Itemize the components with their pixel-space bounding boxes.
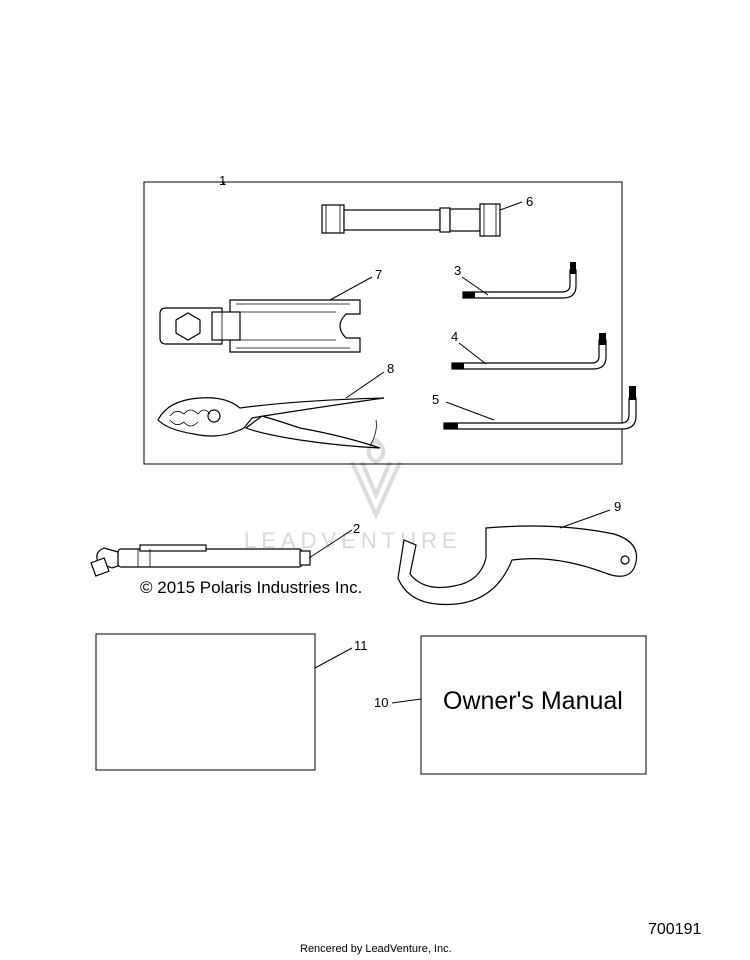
callout-4: 4 — [451, 329, 458, 344]
callout-8: 8 — [387, 361, 394, 376]
callout-11: 11 — [354, 638, 368, 653]
figure-number: 700191 — [648, 921, 701, 938]
watermark: LEADVENTURE — [244, 437, 457, 553]
leader-3 — [461, 276, 489, 296]
callout-7: 7 — [375, 267, 382, 282]
watermark-logo-icon — [350, 437, 402, 520]
leader-2 — [308, 529, 353, 559]
hex-key-small — [462, 262, 577, 299]
tool-kit-box — [143, 181, 623, 465]
callout-10: 10 — [374, 695, 388, 710]
hex-key-medium — [451, 333, 607, 370]
leader-9 — [559, 509, 611, 529]
spark-plug-wrench — [159, 299, 361, 353]
hex-key-large — [443, 386, 637, 430]
leader-6 — [499, 201, 523, 211]
owners-manual — [420, 635, 647, 775]
callout-9: 9 — [614, 499, 621, 514]
document-11 — [95, 633, 316, 771]
leader-10 — [391, 698, 422, 704]
leader-4 — [458, 342, 487, 365]
leader-11 — [314, 647, 353, 669]
owners-manual-title: Owner's Manual — [443, 687, 623, 715]
leader-7 — [329, 276, 373, 301]
callout-6: 6 — [526, 194, 533, 209]
callout-1: 1 — [219, 173, 226, 188]
spanner-wrench — [397, 525, 638, 606]
extension-bar — [321, 203, 501, 237]
leader-5 — [445, 401, 495, 421]
callout-5: 5 — [432, 392, 439, 407]
tire-pressure-gauge — [90, 544, 311, 577]
leader-8 — [345, 371, 385, 399]
render-credit: Rencered by LeadVenture, Inc. — [300, 943, 452, 955]
copyright-notice: © 2015 Polaris Industries Inc. — [140, 578, 362, 597]
callout-3: 3 — [454, 263, 461, 278]
pliers — [157, 397, 385, 449]
callout-2: 2 — [353, 521, 360, 536]
